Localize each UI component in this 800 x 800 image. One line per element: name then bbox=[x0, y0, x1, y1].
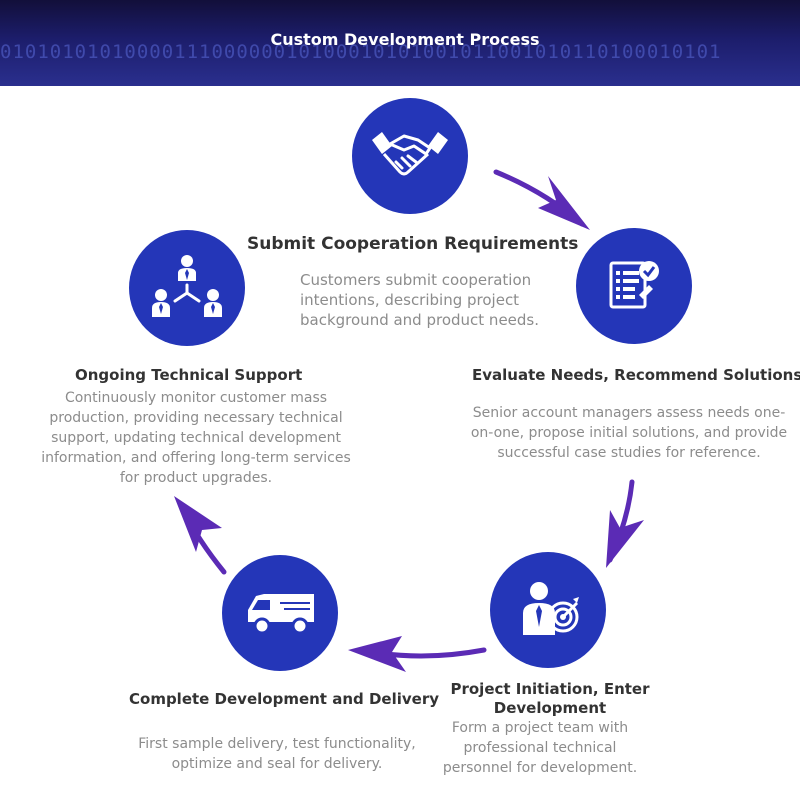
step-4-node bbox=[222, 555, 338, 671]
step-5-node bbox=[129, 230, 245, 346]
arrow-1-to-2 bbox=[493, 169, 590, 230]
step-4-desc: First sample delivery, test functionalit… bbox=[138, 736, 416, 772]
step-5-desc: Continuously monitor customer mass produ… bbox=[41, 390, 351, 486]
step-4-title: Complete Development and Delivery bbox=[129, 690, 439, 708]
step-5-title: Ongoing Technical Support bbox=[75, 366, 303, 384]
binary-background: 0101010101000011100000010100010101001011… bbox=[0, 0, 800, 86]
step-3-desc: Form a project team with professional te… bbox=[442, 720, 638, 776]
page-title: Custom Development Process bbox=[270, 30, 540, 49]
step-3-title: Project Initiation, Enter Development bbox=[450, 680, 650, 717]
step-3-node bbox=[490, 552, 606, 668]
checklist-icon bbox=[609, 261, 659, 309]
step-2-node bbox=[576, 228, 692, 344]
delivery-truck-icon bbox=[248, 594, 314, 635]
binary-row: 0101010101000011100000010100010101001011… bbox=[0, 41, 722, 63]
arrow-2-to-3 bbox=[606, 479, 644, 568]
target-person-icon bbox=[523, 582, 579, 635]
arrow-4-to-5 bbox=[174, 496, 227, 575]
team-network-icon bbox=[152, 255, 222, 317]
step-2-title: Evaluate Needs, Recommend Solutions bbox=[472, 366, 800, 384]
header-banner: 0101010101000011100000010100010101001011… bbox=[0, 0, 800, 86]
arrow-3-to-4 bbox=[348, 636, 487, 672]
step-2-desc: Senior account managers assess needs one… bbox=[470, 405, 788, 461]
step-1-node bbox=[352, 98, 468, 214]
step-1-title: Submit Cooperation Requirements bbox=[247, 234, 579, 254]
step-1-desc: Customers submit cooperation intentions,… bbox=[300, 271, 540, 329]
handshake-icon bbox=[372, 132, 448, 176]
